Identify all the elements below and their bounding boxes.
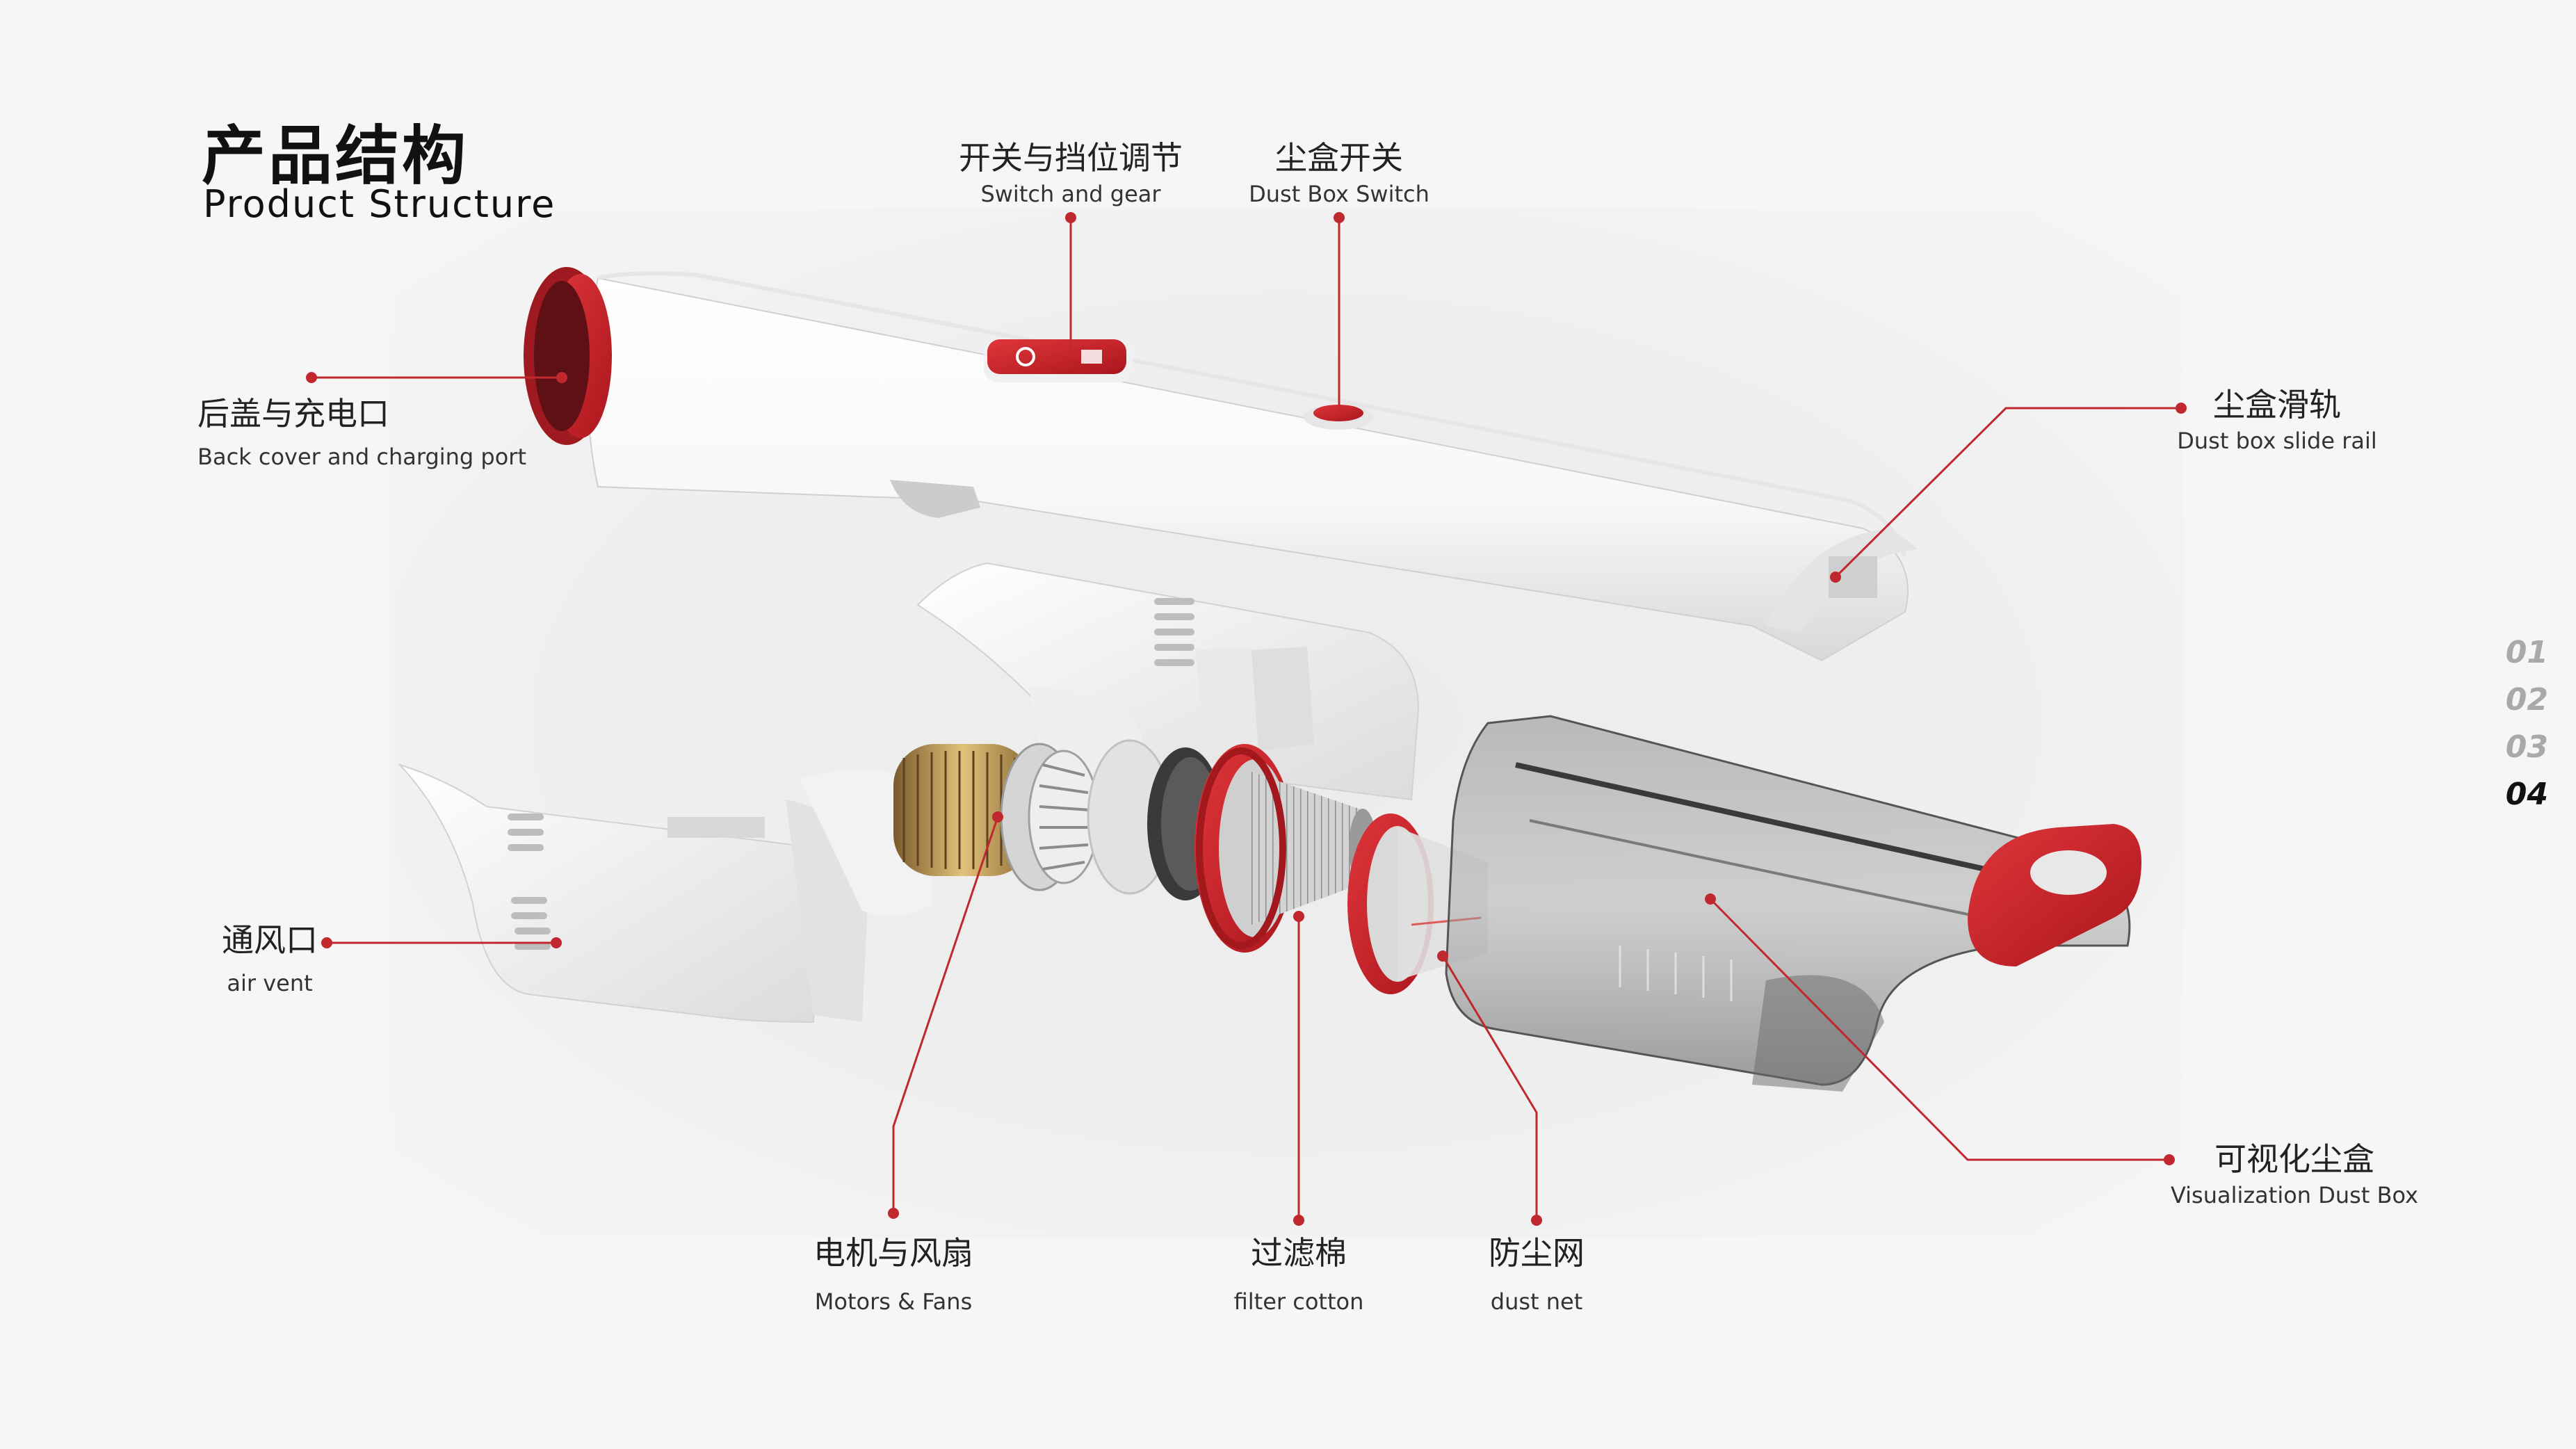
power-switch — [984, 339, 1133, 382]
visual-dustbox — [1445, 715, 2141, 1092]
label-filter-cotton: 过滤棉 filter cotton — [1194, 1234, 1403, 1317]
leader-dust-net — [1441, 955, 1538, 1220]
label-back-cover: 后盖与充电口 Back cover and charging port — [197, 395, 526, 472]
leader-motor-fan — [892, 816, 999, 1213]
label-air-vent-zh: 通风口 — [222, 921, 318, 959]
label-dust-net: 防尘网 dust net — [1439, 1234, 1634, 1317]
label-dustbox-switch-en: Dust Box Switch — [1249, 181, 1429, 208]
label-motor-fan-zh: 电机与风扇 — [813, 1234, 973, 1272]
label-slide-rail: 尘盒滑轨 Dust box slide rail — [2155, 386, 2399, 456]
label-visual-dustbox-zh: 可视化尘盒 — [2214, 1140, 2374, 1178]
label-motor-fan-en: Motors & Fans — [814, 1288, 973, 1316]
leader-dots — [306, 212, 2187, 1226]
page-pager: 01 02 03 04 — [2506, 629, 2548, 818]
pager-item-01[interactable]: 01 — [2505, 635, 2548, 670]
motor-assembly — [893, 739, 1224, 900]
leader-visual-dustbox — [1709, 898, 2169, 1161]
label-switch-gear-en: Switch and gear — [980, 181, 1161, 208]
label-dustbox-switch: 尘盒开关 Dust Box Switch — [1214, 139, 1464, 209]
main-handle — [524, 267, 1919, 662]
filter-cotton — [1194, 744, 1377, 953]
label-visual-dustbox: 可视化尘盒 Visualization Dust Box — [2169, 1140, 2420, 1211]
label-air-vent: 通风口 air vent — [186, 921, 353, 998]
label-dust-net-en: dust net — [1490, 1288, 1583, 1316]
lower-housing — [397, 763, 932, 1023]
label-visual-dustbox-en: Visualization Dust Box — [2170, 1182, 2419, 1209]
label-motor-fan: 电机与风扇 Motors & Fans — [772, 1234, 1015, 1317]
pager-item-02[interactable]: 02 — [2505, 682, 2548, 718]
label-air-vent-en: air vent — [227, 970, 313, 997]
dustbox-switch-button — [1304, 405, 1373, 430]
label-slide-rail-zh: 尘盒滑轨 — [2213, 386, 2341, 423]
label-switch-gear: 开关与挡位调节 Switch and gear — [932, 139, 1210, 209]
label-back-cover-zh: 后盖与充电口 — [197, 395, 389, 432]
back-cap — [524, 267, 612, 445]
leader-slide-rail — [1834, 407, 2181, 578]
pager-item-04[interactable]: 04 — [2505, 777, 2548, 812]
label-filter-cotton-zh: 过滤棉 — [1251, 1234, 1347, 1272]
label-switch-gear-zh: 开关与挡位调节 — [959, 139, 1183, 177]
label-slide-rail-en: Dust box slide rail — [2177, 428, 2377, 455]
label-back-cover-en: Back cover and charging port — [197, 444, 526, 471]
page-title: 产品结构 — [202, 119, 469, 193]
label-dust-net-zh: 防尘网 — [1489, 1234, 1585, 1272]
air-vent-slots — [508, 813, 551, 950]
label-filter-cotton-en: filter cotton — [1233, 1288, 1364, 1316]
label-dustbox-switch-zh: 尘盒开关 — [1275, 139, 1403, 177]
pager-item-03[interactable]: 03 — [2505, 729, 2548, 765]
leader-lines — [311, 218, 2181, 1220]
page-subtitle: Product Structure — [203, 182, 556, 226]
